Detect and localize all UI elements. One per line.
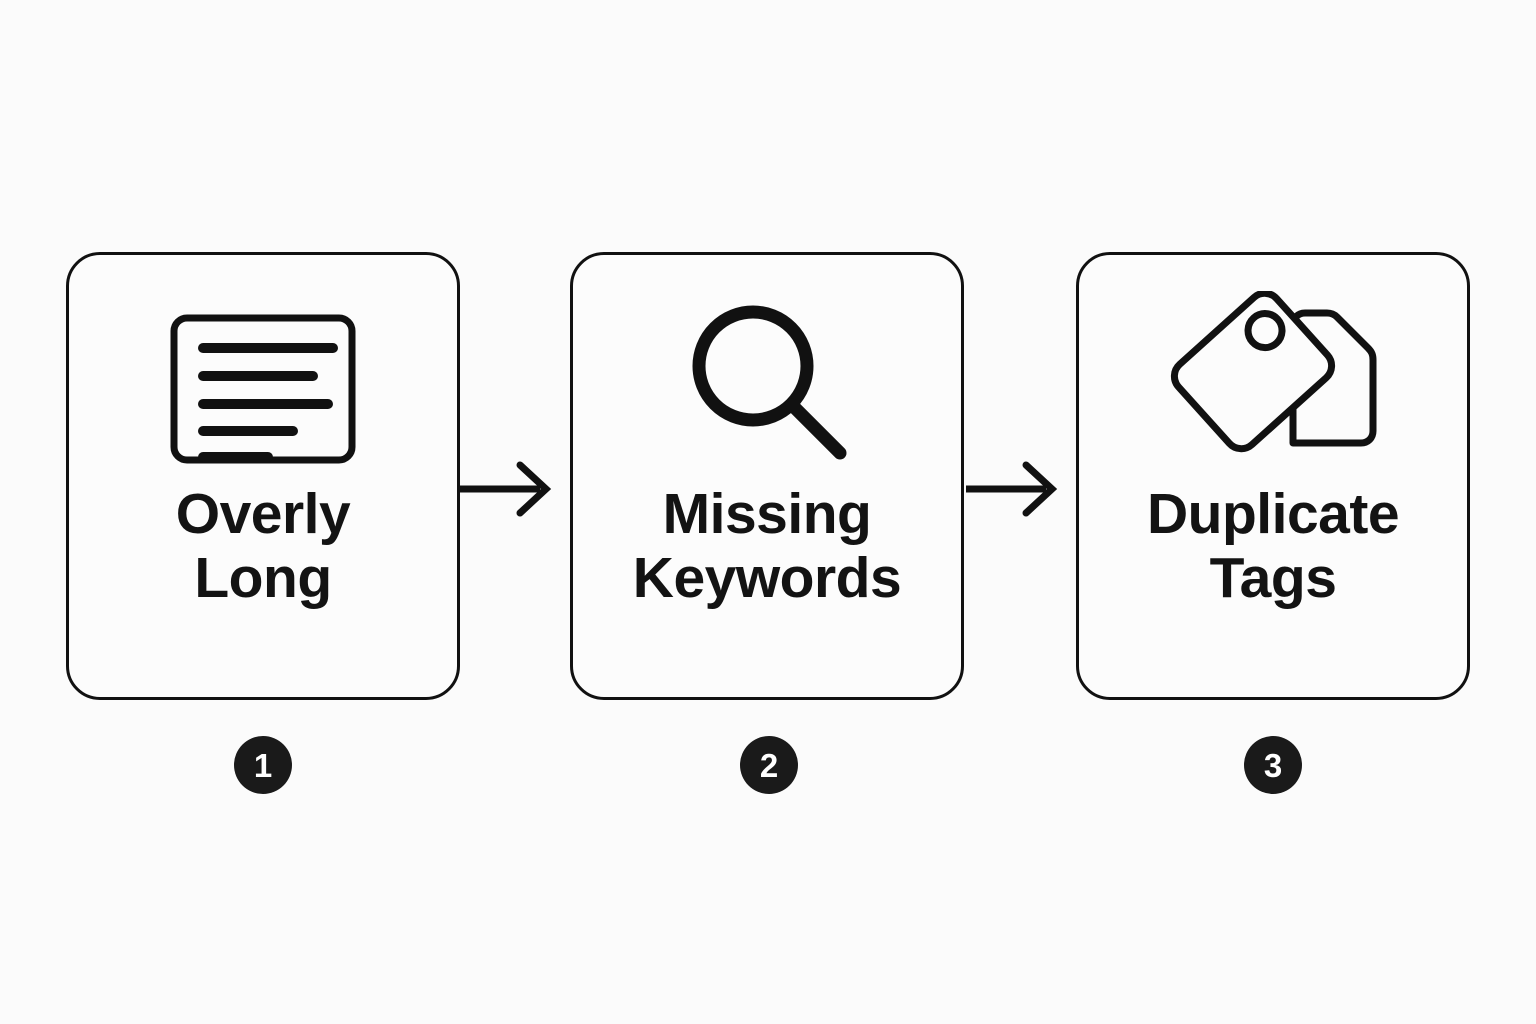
step-badge-3: 3 — [1244, 736, 1302, 794]
magnifying-glass-icon — [682, 305, 852, 460]
step-badge-2: 2 — [740, 736, 798, 794]
step-card-2[interactable]: Missing Keywords — [570, 252, 964, 700]
step-card-3-label: Duplicate Tags — [1146, 482, 1400, 610]
document-lines-icon — [170, 313, 356, 465]
step-badge-1-number: 1 — [253, 746, 273, 784]
flow-arrow-1-to-2 — [458, 460, 562, 518]
step-badge-1: 1 — [234, 736, 292, 794]
step-card-2-label: Missing Keywords — [632, 482, 902, 610]
step-badge-3-number: 3 — [1263, 746, 1283, 784]
flow-arrow-2-to-3 — [964, 460, 1068, 518]
step-card-1[interactable]: Overly Long — [66, 252, 460, 700]
step-card-1-label: Overly Long — [175, 482, 351, 610]
step-badge-2-number: 2 — [759, 746, 779, 784]
step-card-3[interactable]: Duplicate Tags — [1076, 252, 1470, 700]
duplicate-tags-icon — [1157, 291, 1389, 453]
